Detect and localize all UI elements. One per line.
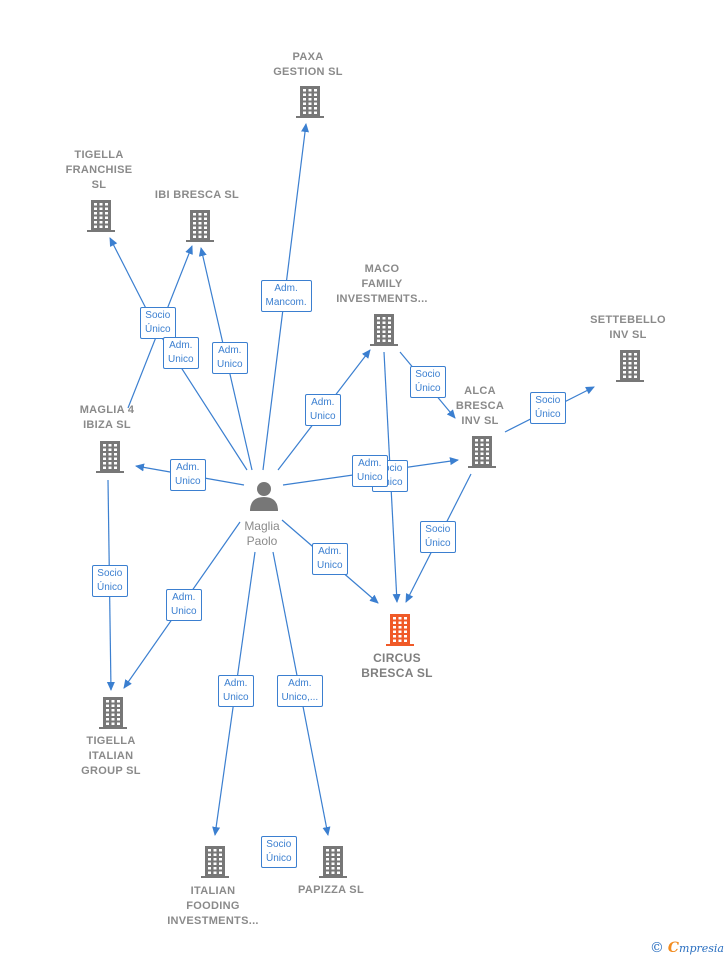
building-icon[interactable] bbox=[319, 846, 347, 878]
node-label[interactable]: TIGELLA ITALIAN GROUP SL bbox=[81, 735, 141, 777]
edge-label: Socio Único bbox=[92, 565, 128, 597]
edge-label: Adm. Unico bbox=[312, 543, 348, 575]
edge-label: Socio Único bbox=[530, 392, 566, 424]
building-icon[interactable] bbox=[296, 86, 324, 118]
node-label[interactable]: ALCA BRESCA INV SL bbox=[455, 385, 505, 427]
node-label[interactable]: ITALIAN FOODING INVESTMENTS... bbox=[167, 885, 259, 927]
node-label[interactable]: MAGLIA 4 IBIZA SL bbox=[79, 404, 135, 431]
node-label[interactable]: IBI BRESCA SL bbox=[154, 189, 240, 201]
node-label[interactable]: SETTEBELLO INV SL bbox=[590, 314, 666, 341]
edge-label: Adm. Unico bbox=[305, 394, 341, 426]
building-icon[interactable] bbox=[99, 697, 127, 729]
node-label[interactable]: CIRCUS BRESCA SL bbox=[361, 651, 433, 680]
building-icon[interactable] bbox=[370, 314, 398, 346]
edge-label: Adm. Unico bbox=[163, 337, 199, 369]
building-icon[interactable] bbox=[468, 436, 496, 468]
edge-label: Adm. Unico bbox=[212, 342, 248, 374]
node-label[interactable]: PAXA GESTION SL bbox=[273, 51, 343, 78]
brand-watermark: ©Cmpresia bbox=[650, 940, 724, 956]
icons-group bbox=[87, 86, 644, 878]
building-icon[interactable] bbox=[201, 846, 229, 878]
building-icon[interactable] bbox=[386, 614, 414, 646]
building-icon[interactable] bbox=[616, 350, 644, 382]
edge-label: Adm. Unico bbox=[166, 589, 202, 621]
node-label[interactable]: PAPIZZA SL bbox=[298, 884, 364, 896]
brand-initial: C bbox=[667, 940, 680, 956]
edge-label: Socio Único bbox=[420, 521, 456, 553]
edge-label: Socio Único bbox=[410, 366, 446, 398]
edge-label: Adm. Mancom. bbox=[260, 280, 312, 312]
building-icon[interactable] bbox=[87, 200, 115, 232]
copyright-symbol: © bbox=[649, 940, 664, 956]
edge-label: Adm. Unico bbox=[218, 675, 254, 707]
building-icon[interactable] bbox=[96, 441, 124, 473]
edge-label: Socio Único bbox=[261, 836, 297, 868]
node-label[interactable]: Maglia Paolo bbox=[244, 519, 280, 548]
edge-label: Adm. Unico bbox=[170, 459, 206, 491]
node-label[interactable]: MACO FAMILY INVESTMENTS... bbox=[336, 263, 428, 305]
node-label[interactable]: TIGELLA FRANCHISE SL bbox=[65, 149, 133, 191]
building-icon[interactable] bbox=[186, 210, 214, 242]
person-icon[interactable] bbox=[250, 482, 278, 511]
brand-name: mpresia bbox=[679, 942, 724, 955]
edge-label: Socio Único bbox=[140, 307, 176, 339]
edge-label: Adm. Unico bbox=[352, 455, 388, 487]
edge-label: Adm. Unico,... bbox=[276, 675, 324, 707]
